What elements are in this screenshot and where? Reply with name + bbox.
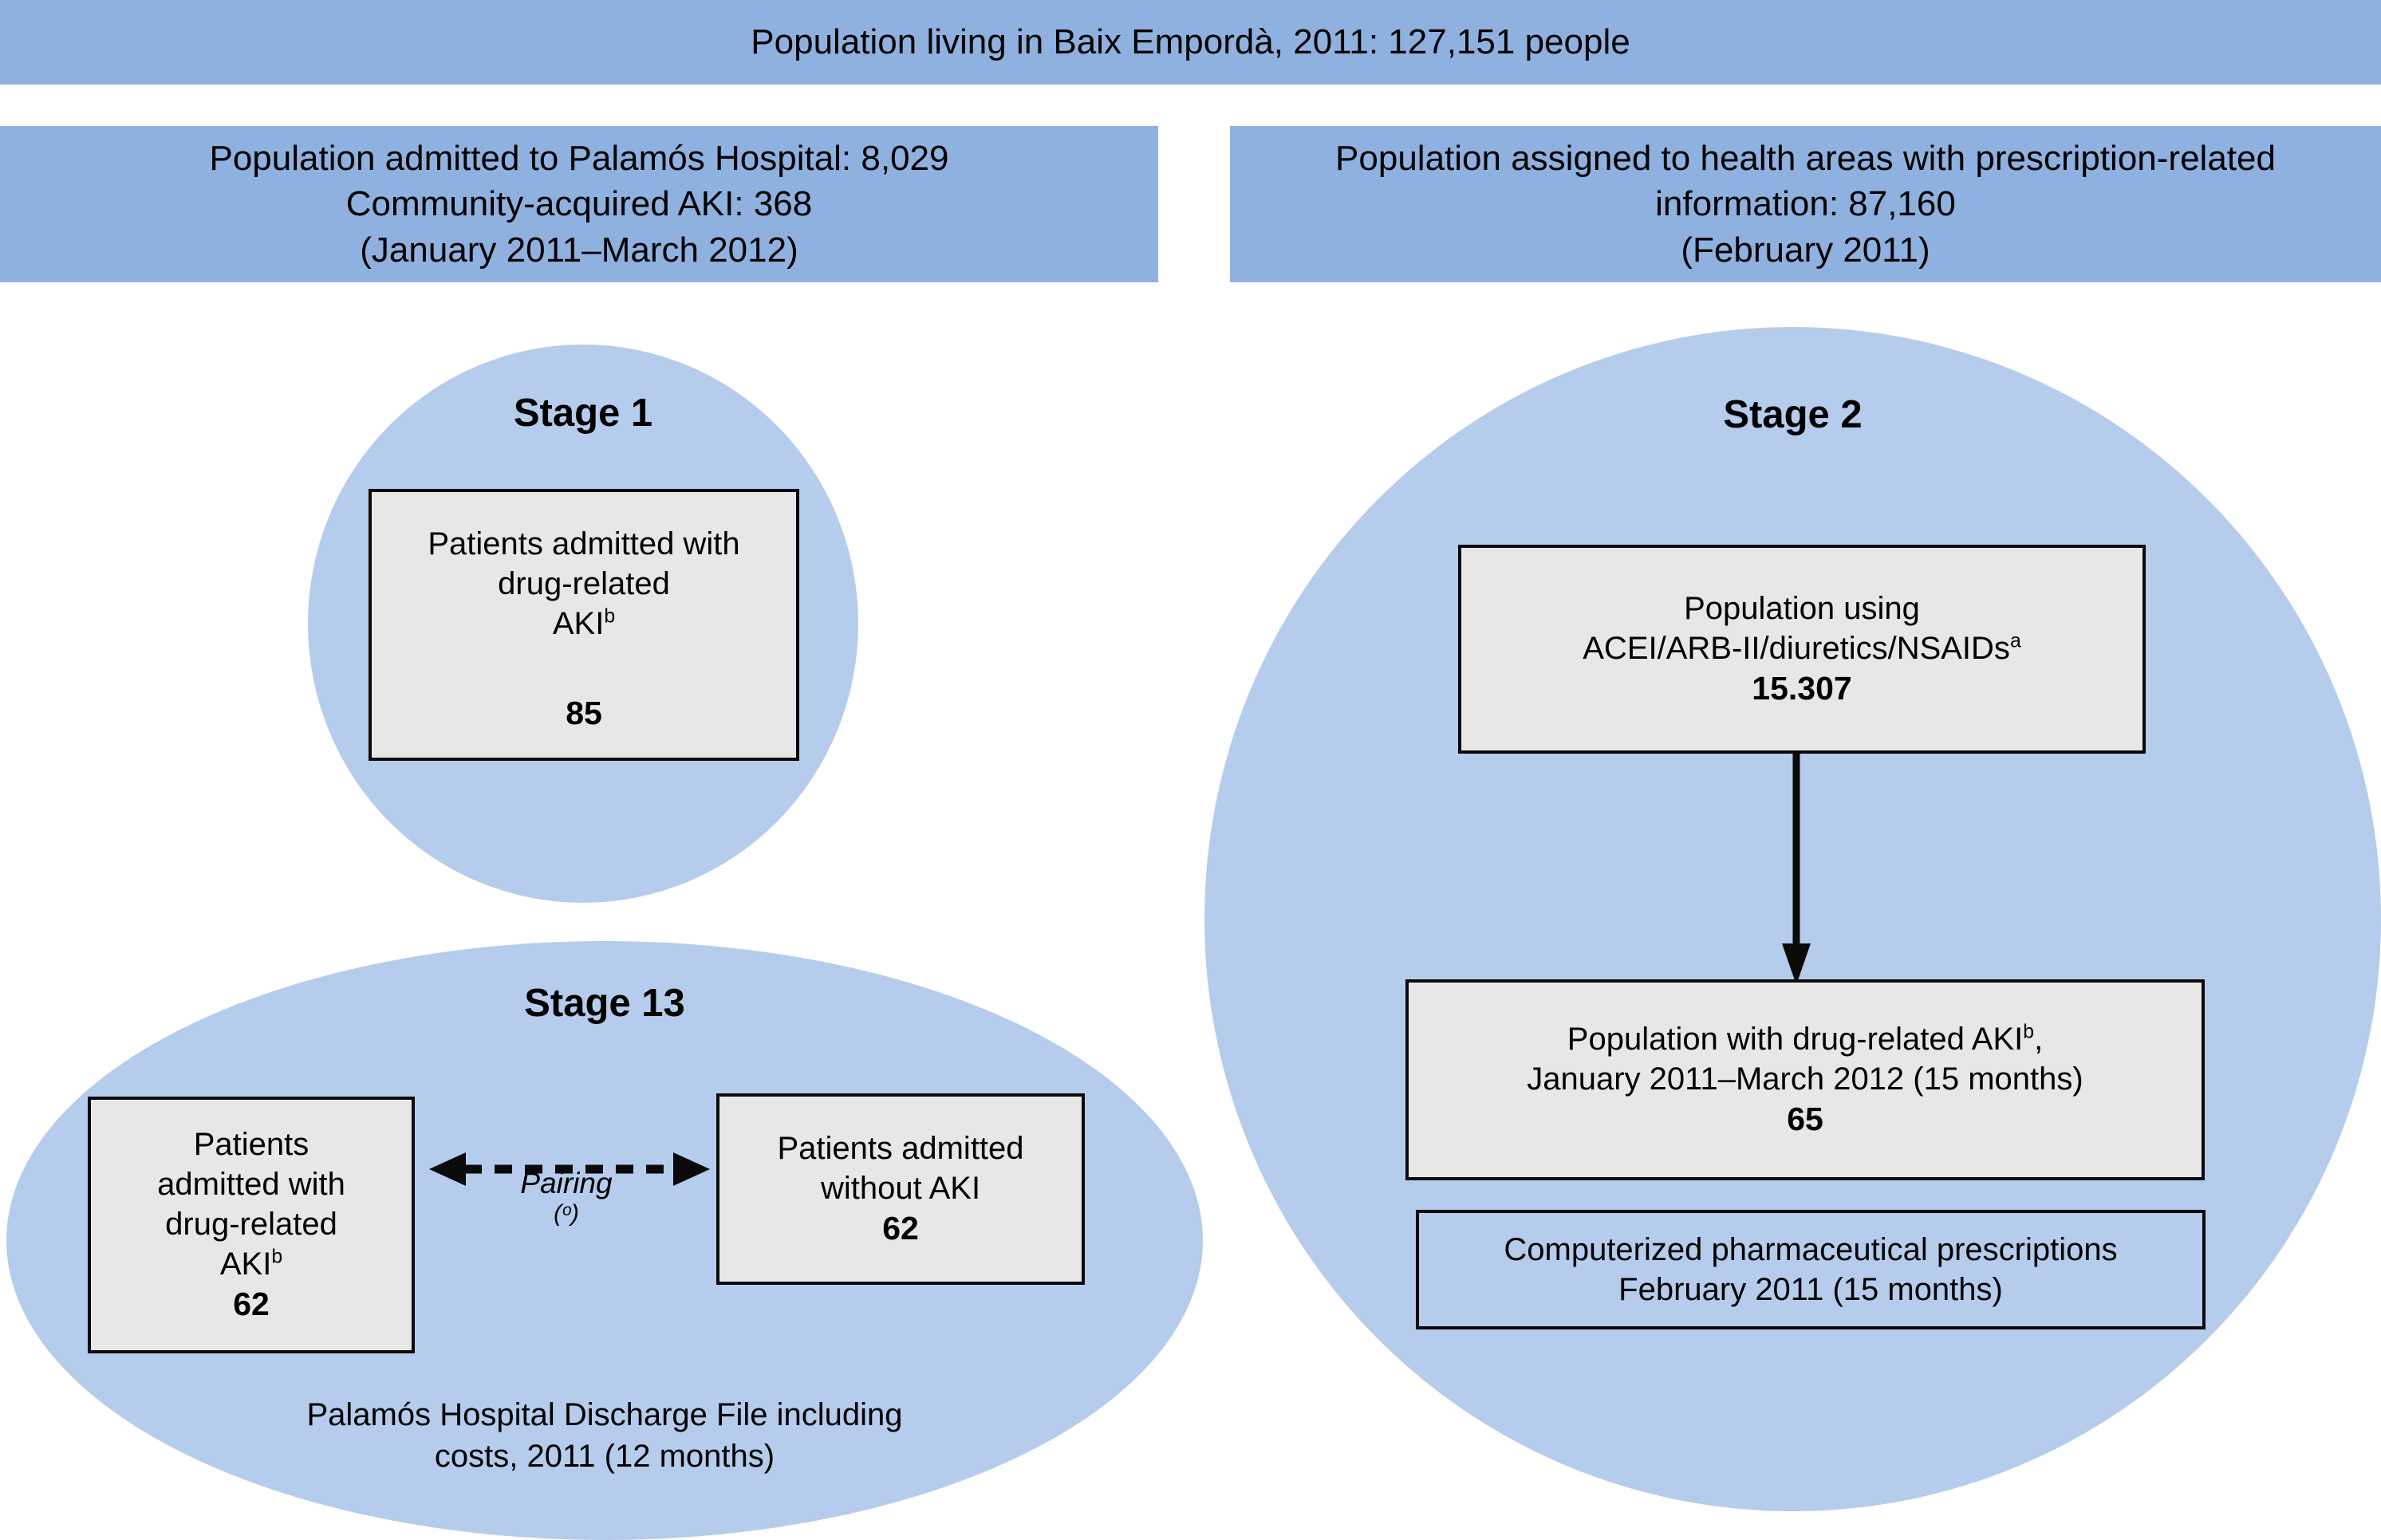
stage-2-top-line-2-text: ACEI/ARB-II/diuretics/NSAIDs (1583, 631, 2010, 667)
stage-1-box-line-1: Patients admitted with (428, 526, 740, 561)
left-population-banner: Population admitted to Palamós Hospital:… (0, 126, 1158, 282)
stage-13-left-footnote-marker: b (271, 1247, 283, 1269)
stage-2-top-count: 15.307 (1752, 670, 1852, 707)
stage-2-bottom-box: Computerized pharmaceutical prescription… (1416, 1210, 2206, 1329)
stage-13-left-line-2: admitted with (157, 1167, 345, 1203)
stage-1-title: Stage 1 (513, 392, 653, 435)
stage-2-top-footnote-marker: a (2009, 631, 2021, 653)
stage-1-box: Patients admitted with drug-related AKIb… (369, 489, 799, 761)
top-banner-text: Population living in Baix Empordà, 2011:… (751, 22, 1630, 62)
left-banner-line-3: (January 2011–March 2012) (360, 230, 798, 270)
pairing-annotation: Pairing (ᵒ) (431, 1167, 702, 1227)
stage-1-box-line-3: AKIb (553, 604, 615, 644)
stage-13-caption: Palamós Hospital Discharge File includin… (6, 1394, 1203, 1477)
stage-2-mid-line-1: Population with drug-related AKIb, (1567, 1019, 2043, 1059)
stage-1-box-footnote-marker: b (604, 605, 616, 628)
stage-2-bottom-line-2: February 2011 (15 months) (1618, 1272, 2003, 1307)
top-population-banner: Population living in Baix Empordà, 2011:… (0, 0, 2381, 85)
stage-13-caption-line-1: Palamós Hospital Discharge File includin… (306, 1397, 903, 1432)
stage-1-box-line-2: drug-related (498, 566, 670, 601)
left-banner-text: Population admitted to Palamós Hospital:… (190, 136, 968, 273)
pairing-label: Pairing (520, 1167, 613, 1199)
right-banner-line-3: (February 2011) (1681, 230, 1930, 270)
stage-13-right-box: Patients admitted without AKI 62 (716, 1093, 1085, 1285)
stage-2-mid-count: 65 (1787, 1101, 1823, 1138)
stage-13-right-line-1: Patients admitted (777, 1131, 1024, 1167)
stage-13-left-line-4: AKIb (220, 1244, 282, 1284)
stage-13-left-count: 62 (233, 1286, 270, 1323)
stage-1-count: 85 (566, 695, 602, 731)
stage-2-top-box: Population using ACEI/ARB-II/diuretics/N… (1458, 545, 2146, 754)
stage-2-top-line-1: Population using (1684, 591, 1920, 627)
right-banner-text: Population assigned to health areas with… (1316, 136, 2295, 273)
stage-1-box-line-3-text: AKI (552, 606, 605, 641)
stage-13-right-count: 62 (882, 1210, 919, 1247)
pairing-double-arrow-icon (429, 1152, 710, 1186)
down-arrow-icon (1782, 754, 1811, 985)
stage-2-bottom-line-1: Computerized pharmaceutical prescription… (1504, 1232, 2118, 1267)
right-banner-line-2: information: 87,160 (1655, 184, 1956, 224)
stage-2-mid-footnote-marker: b (2023, 1022, 2035, 1044)
stage-13-caption-line-2: costs, 2011 (12 months) (434, 1439, 775, 1474)
left-banner-line-2: Community-acquired AKI: 368 (345, 184, 813, 224)
stage-2-middle-box: Population with drug-related AKIb, Janua… (1405, 979, 2205, 1180)
stage-13-left-box: Patients admitted with drug-related AKIb… (88, 1097, 415, 1353)
stage-13-title: Stage 13 (524, 982, 685, 1025)
stage-2-mid-line-2: January 2011–March 2012 (15 months) (1527, 1061, 2083, 1097)
pairing-footnote-marker: (ᵒ) (554, 1199, 579, 1227)
stage-2-top-line-2: ACEI/ARB-II/diuretics/NSAIDsa (1583, 628, 2020, 668)
right-banner-line-1: Population assigned to health areas with… (1335, 139, 2276, 179)
stage-13-right-line-2: without AKI (820, 1171, 981, 1207)
left-banner-line-1: Population admitted to Palamós Hospital:… (209, 139, 949, 179)
stage-2-mid-line-1-tail: , (2034, 1022, 2044, 1058)
stage-13-left-line-1: Patients (193, 1127, 309, 1163)
stage-2-mid-line-1-text: Population with drug-related AKI (1567, 1022, 2024, 1058)
stage-13-left-line-3: drug-related (165, 1207, 337, 1243)
stage-2-title: Stage 2 (1723, 393, 1863, 436)
stage-13-left-line-4-text: AKI (219, 1247, 272, 1282)
right-population-banner: Population assigned to health areas with… (1230, 126, 2381, 282)
